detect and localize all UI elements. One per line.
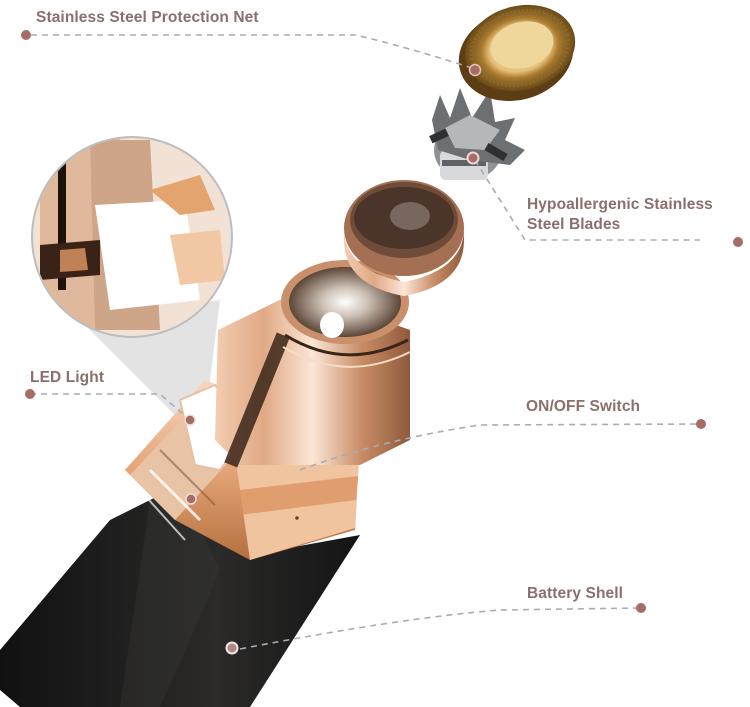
dot-on-off-switch-end [696,419,706,429]
protection-net-part [458,4,576,101]
dot-blades-start [466,151,480,165]
head-cylinder-part [215,260,411,468]
leader-line-blades [474,159,700,241]
label-protection-net: Stainless Steel Protection Net [36,9,259,26]
callout-dots [21,30,743,655]
dot-on-off-switch-start [185,493,197,505]
leader-line-led-light [30,393,191,421]
led-zoom-inset [31,136,233,338]
blade-assembly-part [429,88,525,180]
leader-line-protection-net [31,34,473,69]
dot-protection-net-end [468,63,482,77]
label-led-light: LED Light [30,369,105,386]
leader-line-battery-shell [239,607,641,650]
label-on-off-switch: ON/OFF Switch [526,398,641,415]
dot-led-light-start [25,389,35,399]
label-blades-line1: Hypoallergenic Stainless [527,196,713,213]
battery-shell-part [0,490,360,707]
label-blades-line2: Steel Blades [527,216,621,233]
label-battery-shell: Battery Shell [527,585,624,602]
dot-led-light-end [184,414,196,426]
leader-line-on-off-switch [299,423,701,471]
dot-battery-shell-end [636,603,646,613]
dot-blades-end [733,237,743,247]
leader-lines [30,34,701,650]
dot-protection-net-start [21,30,31,40]
dot-battery-shell-start [225,641,239,655]
ring-part [344,180,464,296]
